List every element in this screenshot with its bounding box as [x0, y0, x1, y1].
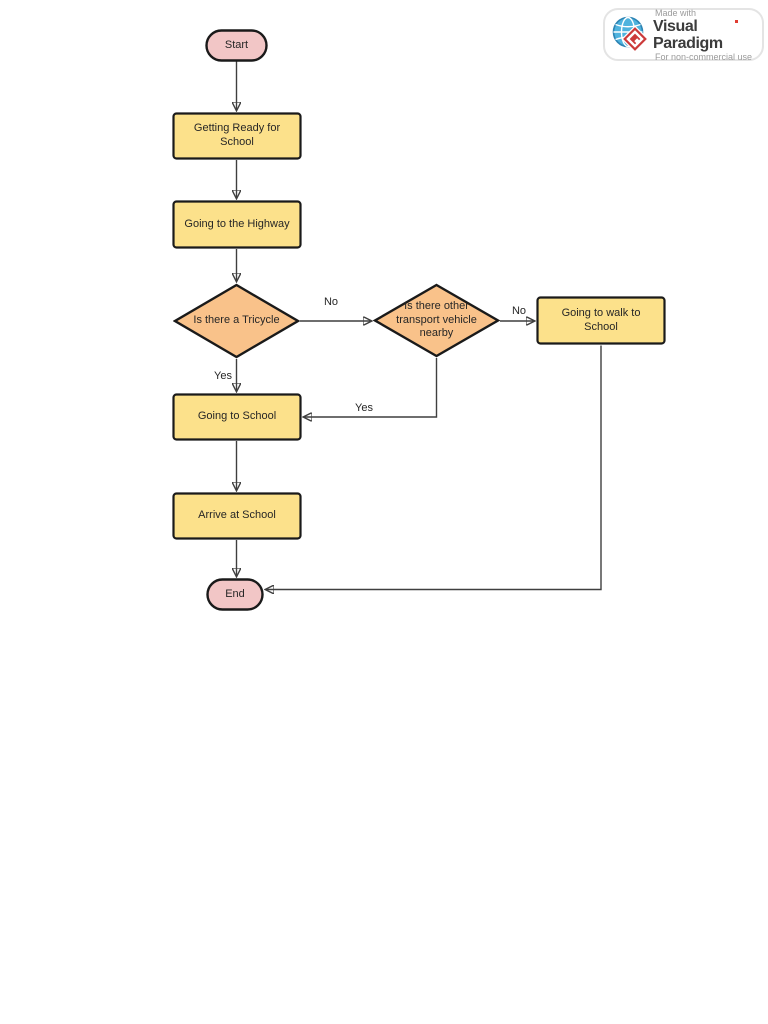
- node-label-walk-school: Going to walk to School: [561, 306, 641, 333]
- node-end: End: [206, 578, 264, 611]
- node-label-start: Start: [224, 38, 249, 51]
- node-tricycle-decision: Is there a Tricycle: [173, 283, 300, 359]
- node-other-transport-decision: Is there other transport vehicle nearby: [373, 283, 500, 358]
- process-shape: [172, 492, 302, 540]
- process-shape: [536, 296, 666, 345]
- node-label-getting-ready: Getting Ready for School: [193, 122, 281, 148]
- node-label-other-transport-decision: Is there other transport vehicle nearby: [396, 299, 477, 340]
- visual-paradigm-logo-icon: [612, 16, 649, 53]
- process-shape: [172, 200, 302, 249]
- terminator-shape: [206, 578, 264, 611]
- decision-shape: [373, 283, 500, 358]
- node-walk-school: Going to walk to School: [536, 296, 666, 345]
- edge-label-no-other-transport: No: [511, 305, 527, 317]
- visual-paradigm-badge[interactable]: Made with Visual Paradigm For non-commer…: [603, 7, 764, 62]
- process-shape: [172, 393, 302, 441]
- node-going-highway: Going to the Highway: [172, 200, 302, 249]
- node-label-tricycle-decision: Is there a Tricycle: [193, 314, 280, 327]
- node-label-end: End: [225, 587, 245, 600]
- process-shape: [172, 112, 302, 160]
- badge-license-text: For non-commercial use: [655, 51, 753, 62]
- edge-label-yes-tricycle: Yes: [214, 370, 232, 382]
- node-arrive-school: Arrive at School: [172, 492, 302, 540]
- node-label-arrive-school: Arrive at School: [198, 509, 276, 522]
- node-label-going-highway: Going to the Highway: [184, 217, 290, 230]
- node-getting-ready: Getting Ready for School: [172, 112, 302, 160]
- terminator-shape: [205, 29, 268, 62]
- badge-brand-text: Visual Paradigm: [653, 18, 762, 52]
- edge-label-no-tricycle: No: [323, 296, 339, 308]
- node-start: Start: [205, 29, 268, 62]
- node-label-going-school: Going to School: [197, 410, 277, 423]
- edge-label-yes-other-transport: Yes: [355, 402, 373, 414]
- badge-made-with-text: Made with: [655, 7, 697, 18]
- node-going-school: Going to School: [172, 393, 302, 441]
- edge-other-transport-yes-to-going-school: [304, 358, 438, 417]
- edge-walk-school-to-end: [266, 345, 602, 590]
- decision-shape: [173, 283, 300, 359]
